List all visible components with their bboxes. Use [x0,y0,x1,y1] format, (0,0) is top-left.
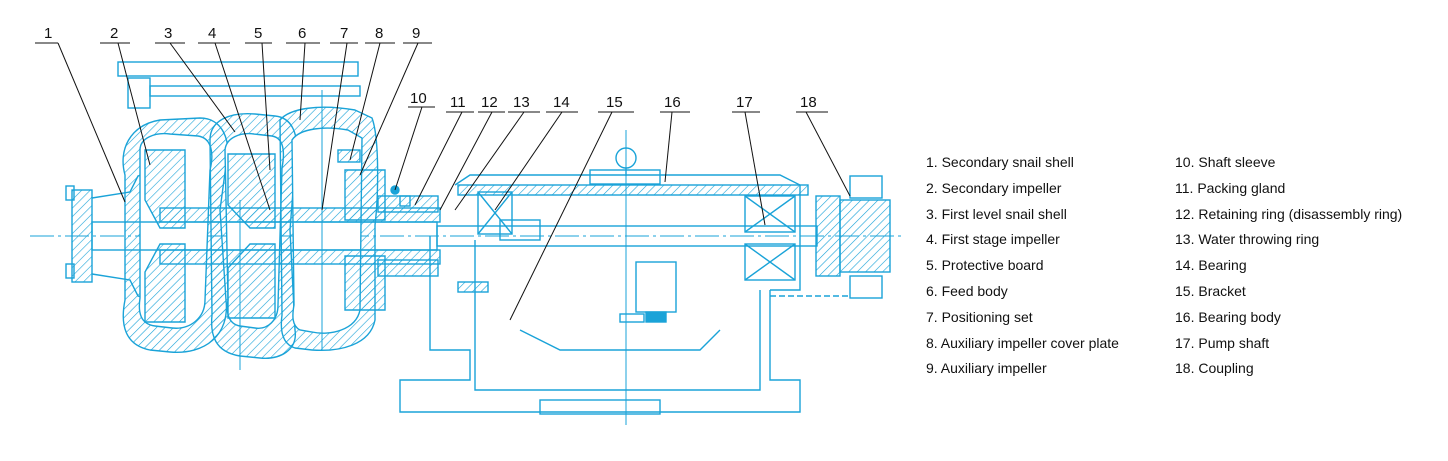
legend-item: 1. Secondary snail shell [926,154,1074,170]
callout-11: 11 [450,94,466,111]
legend-item: 4. First stage impeller [926,231,1060,248]
callout-3: 3 [164,25,172,42]
legend-item: 17. Pump shaft [1175,334,1270,351]
callout-13: 13 [513,94,530,111]
legend-column-right: 10. Shaft sleeve 11. Packing gland 12. R… [1175,150,1402,382]
legend-item: 5. Protective board [926,257,1044,274]
legend-item: 2. Secondary impeller [926,179,1062,196]
legend-item: 11. Packing gland [1175,179,1286,196]
callout-16: 16 [664,94,681,111]
callout-5: 5 [254,25,262,42]
legend-item: 8. Auxiliary impeller cover plate [926,334,1119,351]
legend-item: 3. First level snail shell [926,205,1067,222]
callout-8: 8 [375,25,383,42]
callout-17: 17 [736,94,753,111]
legend-item: 13. Water throwing ring [1175,231,1320,248]
legend-column-left: 1. Secondary snail shell 2. Secondary im… [926,150,1119,382]
callout-6: 6 [298,25,306,42]
callout-1: 1 [44,25,52,42]
callout-numbers: 1 2 3 4 5 6 7 8 9 10 11 12 13 14 15 16 1… [44,25,817,111]
callout-2: 2 [110,25,118,42]
legend-item: 7. Positioning set [926,308,1033,325]
legend-item: 18. Coupling [1175,360,1254,377]
callout-15: 15 [606,94,623,111]
callout-10: 10 [410,90,427,107]
callout-12: 12 [481,94,498,111]
legend-item: 15. Bracket [1175,282,1246,299]
pump-section-drawing: 1 2 3 4 5 6 7 8 9 10 11 12 13 14 15 16 1… [30,25,905,425]
callout-14: 14 [553,94,570,111]
callout-18: 18 [800,94,817,111]
legend-item: 16. Bearing body [1175,308,1281,325]
callout-7: 7 [340,25,348,42]
callout-4: 4 [208,25,216,42]
leader-lines [35,42,851,321]
legend-item: 6. Feed body [926,282,1008,299]
legend-item: 9. Auxiliary impeller [926,360,1047,377]
legend-item: 12. Retaining ring (disassembly ring) [1175,205,1403,222]
legend-item: 10. Shaft sleeve [1175,154,1276,170]
callout-9: 9 [412,25,420,42]
pump-outline [30,61,905,425]
legend-item: 14. Bearing [1175,257,1247,274]
